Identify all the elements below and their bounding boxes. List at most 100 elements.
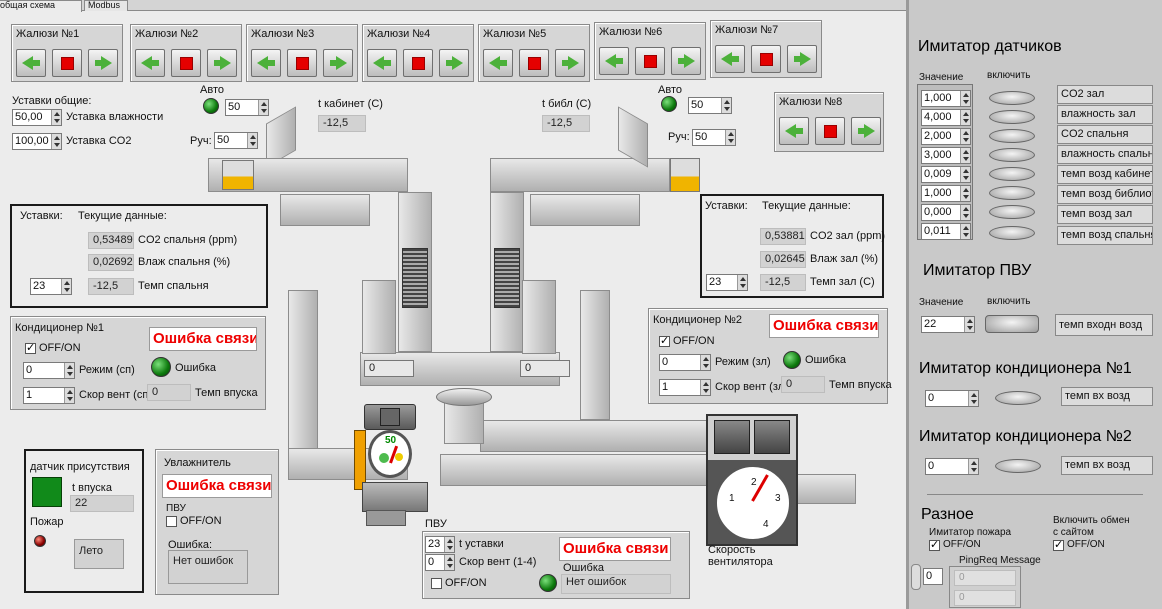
blind-left-button[interactable] [715, 45, 745, 73]
pvu-sim-value-input[interactable]: 22 [921, 316, 975, 333]
hall-temp-setpoint-input[interactable]: 23 [706, 274, 748, 291]
blind-right-button[interactable] [88, 49, 118, 77]
conditioner-1-fan-input[interactable]: 1 [23, 387, 75, 404]
ping-index-input[interactable]: 0 [923, 568, 943, 585]
spinner-arrows[interactable] [964, 317, 974, 332]
blind-left-button[interactable] [367, 49, 397, 77]
conditioner-2-mode-input[interactable]: 0 [659, 354, 711, 371]
blind-stop-button[interactable] [635, 47, 665, 75]
cond2-sim-enable-toggle[interactable] [995, 459, 1041, 473]
blind-right-button[interactable] [323, 49, 353, 77]
spinner-arrows[interactable] [721, 98, 731, 113]
blind-right-button[interactable] [851, 117, 881, 145]
blind-right-button[interactable] [439, 49, 469, 77]
spinner-arrows[interactable] [960, 129, 970, 144]
blind-stop-button[interactable] [403, 49, 433, 77]
manual-value-input[interactable]: 50 [692, 129, 736, 146]
spinner-arrows[interactable] [700, 380, 710, 395]
spinner-arrows[interactable] [968, 391, 978, 406]
blind-left-button[interactable] [483, 49, 513, 77]
tab-general-schema[interactable]: общая схема [0, 0, 82, 12]
sensor-enable-toggle[interactable] [989, 186, 1035, 200]
sensor-enable-toggle[interactable] [989, 205, 1035, 219]
spinner-arrows[interactable] [960, 205, 970, 220]
spinner-arrows[interactable] [51, 134, 61, 149]
auto-value-input[interactable]: 50 [225, 99, 269, 116]
sensor-enable-toggle[interactable] [989, 226, 1035, 240]
bedroom-temp-setpoint-input[interactable]: 23 [30, 278, 72, 295]
conditioner-1-onoff-checkbox[interactable] [25, 341, 36, 354]
blind-right-button[interactable] [671, 47, 701, 75]
blind-left-button[interactable] [599, 47, 629, 75]
cond1-sim-enable-toggle[interactable] [995, 391, 1041, 405]
blind-left-button[interactable] [135, 49, 165, 77]
spinner-arrows[interactable] [444, 537, 454, 552]
blind-right-button[interactable] [555, 49, 585, 77]
blind-right-button[interactable] [787, 45, 817, 73]
co2-setpoint-input[interactable]: 100,00 [12, 133, 62, 150]
library-temp-value: -12,5 [542, 115, 590, 132]
spinner-arrows[interactable] [725, 130, 735, 145]
spinner-arrows[interactable] [64, 388, 74, 403]
blind-left-button[interactable] [779, 117, 809, 145]
stop-icon [412, 57, 425, 70]
tab-modbus[interactable]: Modbus [84, 0, 128, 11]
spinner-arrows[interactable] [968, 459, 978, 474]
spinner-arrows[interactable] [51, 110, 61, 125]
spinner-arrows[interactable] [960, 148, 970, 163]
sensor-enable-toggle[interactable] [989, 129, 1035, 143]
sensor-value-input[interactable]: 1,000 [921, 90, 971, 107]
blind-right-button[interactable] [207, 49, 237, 77]
pvu-onoff-checkbox[interactable] [431, 578, 442, 589]
sensor-value-input[interactable]: 4,000 [921, 109, 971, 126]
conditioner-1-mode-input[interactable]: 0 [23, 362, 75, 379]
spinner-arrows[interactable] [960, 186, 970, 201]
sensor-value-input[interactable]: 0,011 [921, 223, 971, 240]
spinner-arrows[interactable] [960, 110, 970, 125]
gauge-tick: 3 [775, 493, 781, 504]
conditioner-2-onoff-checkbox[interactable] [659, 334, 670, 347]
humidity-setpoint-input[interactable]: 50,00 [12, 109, 62, 126]
blind-left-button[interactable] [16, 49, 46, 77]
auto-value-input[interactable]: 50 [688, 97, 732, 114]
sensor-value-input[interactable]: 2,000 [921, 128, 971, 145]
blind-stop-button[interactable] [815, 117, 845, 145]
pvu-setpoint-input[interactable]: 23 [425, 536, 455, 553]
sensor-enable-toggle[interactable] [989, 110, 1035, 124]
spinner-arrows[interactable] [960, 91, 970, 106]
sensor-enable-toggle[interactable] [989, 148, 1035, 162]
cond1-sim-value-input[interactable]: 0 [925, 390, 979, 407]
ping-scroll-control[interactable] [911, 564, 921, 590]
manual-value-input[interactable]: 50 [214, 132, 258, 149]
fire-simulator-checkbox[interactable] [929, 538, 940, 551]
sensor-enable-toggle[interactable] [989, 91, 1035, 105]
pvu-fan-input[interactable]: 0 [425, 554, 455, 571]
hall-temp-label: Темп зал (С) [810, 276, 875, 288]
spinner-arrows[interactable] [61, 279, 71, 294]
input-value: 4,000 [924, 111, 952, 123]
pvu-sim-enable-toggle[interactable] [985, 315, 1039, 333]
sensor-value-input[interactable]: 0,000 [921, 204, 971, 221]
sensor-value-input[interactable]: 0,009 [921, 166, 971, 183]
spinner-arrows[interactable] [960, 167, 970, 182]
blind-stop-button[interactable] [171, 49, 201, 77]
blind-stop-button[interactable] [519, 49, 549, 77]
spinner-arrows[interactable] [444, 555, 454, 570]
spinner-arrows[interactable] [700, 355, 710, 370]
spinner-arrows[interactable] [258, 100, 268, 115]
cond2-sim-value-input[interactable]: 0 [925, 458, 979, 475]
conditioner-2-fan-input[interactable]: 1 [659, 379, 711, 396]
sensor-value-input[interactable]: 3,000 [921, 147, 971, 164]
spinner-arrows[interactable] [737, 275, 747, 290]
spinner-arrows[interactable] [247, 133, 257, 148]
blind-stop-button[interactable] [287, 49, 317, 77]
blind-stop-button[interactable] [751, 45, 781, 73]
spinner-arrows[interactable] [64, 363, 74, 378]
sensor-enable-toggle[interactable] [989, 167, 1035, 181]
site-exchange-checkbox[interactable] [1053, 538, 1064, 551]
sensor-value-input[interactable]: 1,000 [921, 185, 971, 202]
spinner-arrows[interactable] [960, 224, 970, 239]
blind-left-button[interactable] [251, 49, 281, 77]
blind-stop-button[interactable] [52, 49, 82, 77]
humidifier-onoff-checkbox[interactable] [166, 516, 177, 527]
